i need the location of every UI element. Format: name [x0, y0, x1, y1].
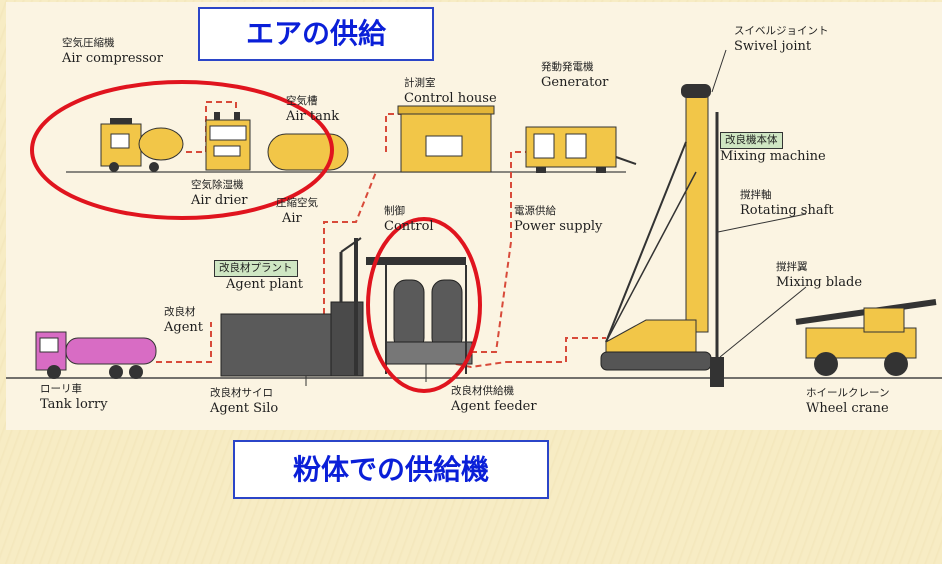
label-compressed-air-jp: 圧縮空気	[276, 197, 318, 209]
label-control-jp: 制御	[384, 205, 405, 217]
label-power-supply: 電源供給 Power supply	[514, 204, 602, 234]
label-control-house-jp: 計測室	[404, 77, 436, 89]
label-agent-feeder-en: Agent feeder	[451, 399, 537, 414]
generator-drawing	[525, 126, 637, 173]
label-air-drier: 空気除湿機 Air drier	[191, 178, 248, 208]
label-agent-plant-jp: 改良材プラント	[214, 260, 298, 277]
ground-improvement-diagram: 空気圧縮機 Air compressor 空気槽 Air tank 空気除湿機 …	[6, 2, 942, 430]
label-air-compressor-en: Air compressor	[62, 51, 163, 66]
label-control-en: Control	[384, 219, 434, 234]
tank-lorry-drawing	[35, 331, 157, 379]
label-power-supply-jp: 電源供給	[514, 205, 556, 217]
hose-feeder-out	[445, 361, 507, 369]
label-mixing-machine: 改良機本体 Mixing machine	[720, 132, 826, 164]
label-air-compressor-jp: 空気圧縮機	[62, 37, 115, 49]
label-air-tank: 空気槽 Air tank	[286, 94, 339, 124]
label-compressed-air: 圧縮空気 Air	[276, 196, 318, 226]
label-mixing-machine-en: Mixing machine	[720, 149, 826, 164]
label-air-tank-jp: 空気槽	[286, 95, 318, 107]
label-wheel-crane: ホイールクレーン Wheel crane	[806, 386, 889, 416]
label-leaders	[305, 49, 807, 386]
control-house-drawing	[397, 105, 495, 173]
label-agent-en: Agent	[164, 320, 203, 335]
wheel-crane-drawing	[795, 299, 937, 376]
air-supply-highlight-ring	[30, 80, 334, 220]
label-agent-silo-en: Agent Silo	[210, 401, 279, 416]
label-generator: 発動発電機 Generator	[541, 60, 608, 90]
label-agent-silo-jp: 改良材サイロ	[210, 387, 273, 399]
air-drier-drawing	[205, 112, 251, 171]
diagram-drawing	[6, 49, 942, 393]
label-air-drier-jp: 空気除湿機	[191, 179, 244, 191]
label-agent-feeder: 改良材供給機 Agent feeder	[451, 384, 537, 414]
label-swivel-joint: スイベルジョイント Swivel joint	[734, 24, 829, 54]
label-power-supply-en: Power supply	[514, 219, 603, 234]
agent-silo-drawing	[220, 237, 364, 377]
label-compressed-air-en: Air	[282, 211, 302, 226]
label-wheel-crane-en: Wheel crane	[806, 401, 889, 416]
mast-drawing	[605, 84, 719, 357]
label-agent-feeder-jp: 改良材供給機	[451, 385, 514, 397]
label-agent-jp: 改良材	[164, 306, 196, 318]
label-air-tank-en: Air tank	[286, 109, 340, 124]
label-generator-jp: 発動発電機	[541, 61, 594, 73]
label-rotating-shaft-jp: 撹拌軸	[740, 189, 772, 201]
label-tank-lorry: ローリ車 Tank lorry	[40, 382, 108, 412]
mixing-machine-drawing	[600, 319, 724, 387]
hose-lorry-to-silo	[156, 322, 212, 363]
label-rotating-shaft: 撹拌軸 Rotating shaft	[740, 188, 834, 218]
label-air-compressor: 空気圧縮機 Air compressor	[62, 36, 163, 66]
label-wheel-crane-jp: ホイールクレーン	[806, 387, 890, 399]
label-control-house: 計測室 Control house	[404, 76, 497, 106]
label-control: 制御 Control	[384, 204, 434, 234]
agent-feeder-drawing	[366, 257, 473, 374]
label-generator-en: Generator	[541, 75, 609, 90]
label-agent-silo: 改良材サイロ Agent Silo	[210, 386, 278, 416]
label-mixing-blade-jp: 撹拌翼	[776, 261, 808, 273]
air-compressor-drawing	[100, 118, 184, 172]
hose-feeder-to-machine	[506, 337, 606, 363]
label-tank-lorry-en: Tank lorry	[40, 397, 108, 412]
label-mixing-machine-jp: 改良機本体	[720, 132, 783, 149]
label-swivel-joint-jp: スイベルジョイント	[734, 25, 829, 37]
label-control-house-en: Control house	[404, 91, 497, 106]
label-mixing-blade: 撹拌翼 Mixing blade	[776, 260, 862, 290]
label-swivel-joint-en: Swivel joint	[734, 39, 812, 54]
label-tank-lorry-jp: ローリ車	[40, 383, 82, 395]
label-rotating-shaft-en: Rotating shaft	[740, 203, 834, 218]
label-agent-plant-en: Agent plant	[226, 277, 303, 292]
label-air-drier-en: Air drier	[191, 193, 248, 208]
label-agent-plant: 改良材プラント Agent plant	[214, 260, 303, 292]
air-tank-drawing	[267, 133, 349, 171]
hose-power	[461, 151, 526, 353]
title-powder-feeder: 粉体での供給機	[233, 440, 549, 499]
label-agent: 改良材 Agent	[164, 305, 203, 335]
title-air-supply: エアの供給	[198, 7, 434, 61]
feeder-highlight-ring	[366, 217, 482, 393]
label-mixing-blade-en: Mixing blade	[776, 275, 863, 290]
hose-air-to-plant	[323, 171, 377, 374]
